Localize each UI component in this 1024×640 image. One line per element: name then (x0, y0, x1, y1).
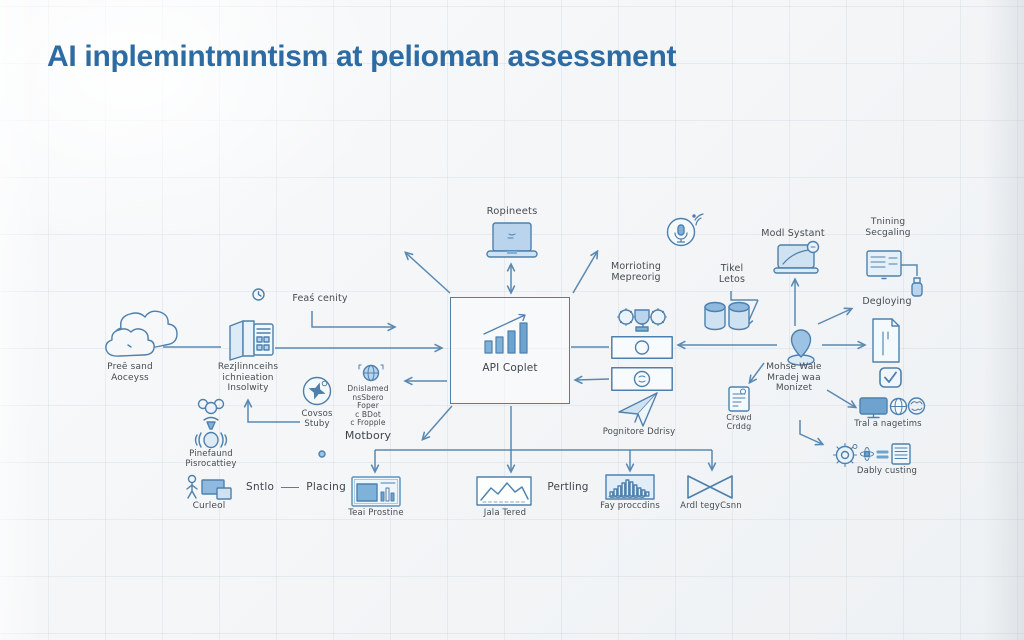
database-icon (702, 298, 752, 334)
bar-chart-icon (483, 311, 537, 355)
brain-sketch-icon (907, 396, 926, 416)
notes-title: Motbory (344, 429, 392, 442)
compass-label: Covsos Stuby (301, 409, 333, 430)
requirements-label: Ropineets (486, 206, 538, 217)
lined-doc-icon (890, 442, 912, 466)
studio-placing-row: Sntlo Placing (246, 481, 346, 493)
building-label: Rezjlinnceihs ichnieation Insolwity (217, 362, 279, 394)
deploy-tools-label: Dably custing (856, 466, 918, 476)
microphone-icon (664, 212, 710, 250)
feasibility-label: Feaś cenity (292, 293, 348, 304)
monitoring-label: Morrioting Mepreorig (610, 261, 662, 284)
model-system-label: Modl Systant (761, 228, 825, 239)
notes-lines: Dnislamed nsSbero Foper c BDot c Fropple (347, 384, 389, 428)
laptop-icon (486, 222, 538, 262)
test-window-icon (351, 476, 401, 507)
usb-dongle-icon (909, 276, 925, 298)
pending-label: Pertling (547, 481, 589, 493)
tickets-label: Tikel Letos (718, 263, 746, 286)
central-api-box: API Coplet (450, 297, 570, 404)
dash-connector (281, 486, 300, 488)
compass-star-icon (302, 376, 332, 406)
atom-icon (860, 447, 874, 461)
monitor-icon (858, 396, 890, 419)
broadcast-label: Pinefaund Pisrocattiey (185, 449, 237, 470)
bowtie-label: Ardl tegyCsnn (680, 501, 742, 511)
studio-label: Sntlo (246, 481, 275, 493)
placing-label: Placing (306, 481, 347, 493)
building-icon (222, 314, 276, 361)
pin-icon (780, 327, 822, 367)
terrain-label: Jala Tered (483, 508, 527, 518)
test-label: Teai Prostine (348, 508, 404, 518)
model-laptop-icon (773, 240, 820, 278)
pin-label: Mohse Wale Mradej waa Monizet (766, 362, 822, 394)
person-monitor-icon (185, 474, 235, 502)
checkbox-icon (878, 366, 904, 390)
api-label: API Coplet (482, 362, 538, 374)
bowtie-icon (684, 473, 736, 501)
crowd-doc-icon (726, 385, 752, 413)
globe-icon (889, 397, 908, 416)
deploying-label: Degloying (862, 296, 912, 307)
globe-small-icon (358, 363, 384, 383)
histogram-icon (605, 474, 655, 500)
clock-icon (252, 288, 265, 301)
deploying-doc-icon (868, 317, 904, 365)
status-rect-2 (611, 367, 673, 391)
person-label: Curleol (192, 501, 226, 511)
gear-sketch-icon (831, 441, 859, 468)
training-doc-icon (865, 249, 903, 281)
terrain-chart-icon (476, 476, 532, 506)
cloud-label: Preē sand Aoceyss (107, 362, 153, 383)
plane-label: Pognitore Ddrisy (602, 427, 676, 437)
page-title: AI inplemintmıntism at pelioman assessme… (47, 40, 677, 73)
audience-icon (194, 396, 228, 430)
histogram-label: Fay proccdins (600, 501, 660, 511)
crowd-label: Crswd Crddg (726, 413, 752, 432)
equals-box-icon (875, 449, 890, 460)
trophy-gears-icon (616, 302, 668, 336)
cloud-icon (98, 304, 213, 362)
paper-plane-icon (613, 388, 661, 430)
trial-label: Tral a nagetims (854, 419, 922, 429)
broadcast-icon (192, 431, 230, 449)
status-rect-1 (611, 336, 673, 359)
dot-icon (318, 450, 326, 458)
training-label: Tnining Secgaling (865, 217, 911, 238)
